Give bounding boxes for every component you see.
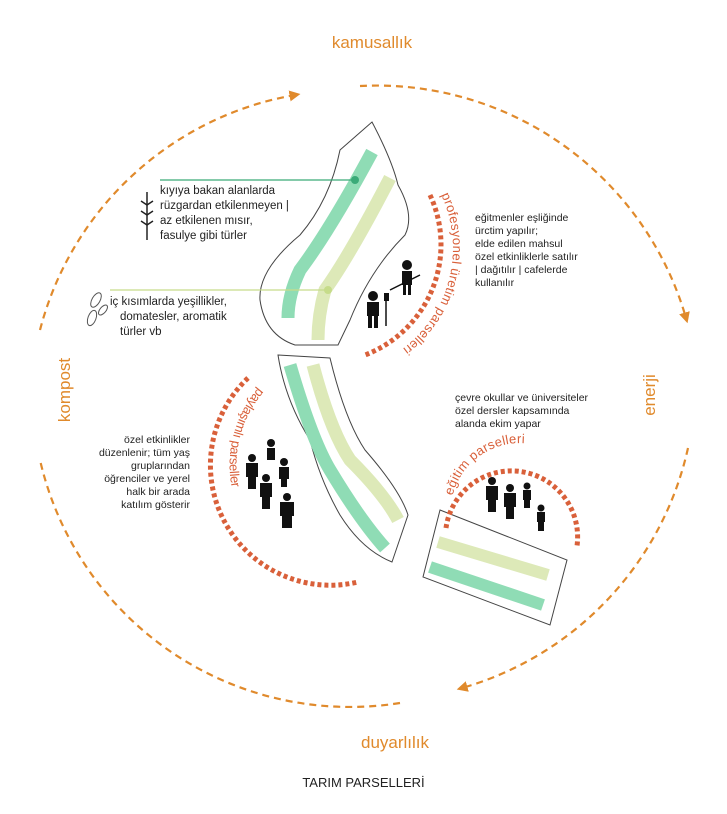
note-line: gruplarından: [131, 460, 190, 472]
farmer-icon: [389, 260, 421, 295]
group-person-icon: [260, 474, 272, 509]
cycle-label-right: enerji: [640, 374, 659, 416]
note-line: türler vb: [120, 326, 162, 338]
education-zone-arc: [443, 468, 581, 547]
note-line: az etkilenen mısır,: [160, 215, 253, 227]
cycle-label-top: kamusallık: [332, 33, 413, 52]
note-line: öğrenciler ve yerel: [104, 473, 190, 485]
herb-leaves-icon: [86, 292, 108, 327]
note-line: özel etkinliklerle satılır: [475, 251, 578, 263]
diagram-title: TARIM PARSELLERİ: [302, 775, 425, 790]
shared-note: özel etkinlikler düzenlenir; tüm yaş gru…: [99, 434, 190, 512]
cycle-label-bottom: duyarlılık: [361, 733, 430, 752]
note-line: fasulye gibi türler: [160, 230, 247, 242]
shore-leader-dot: [351, 176, 359, 184]
group-person-icon: [280, 493, 294, 528]
upper-parcel: [259, 121, 410, 346]
shore-note: kıyıya bakan alanlarda rüzgardan etkilen…: [160, 184, 289, 244]
inner-leader-dot: [324, 286, 332, 294]
note-line: katılım gösterir: [121, 499, 190, 511]
note-line: özel etkinlikler: [124, 434, 190, 446]
note-line: kıyıya bakan alanlarda: [160, 185, 276, 197]
note-line: | dağıtılır | cafelerde: [475, 264, 568, 276]
note-line: ürctim yapılır;: [475, 225, 539, 237]
inner-note: iç kısımlarda yeşillikler, domatesler, a…: [110, 295, 227, 340]
group-person-icon: [279, 458, 289, 487]
cycle-arc-top-right: [359, 84, 690, 324]
lower-parcel: [277, 354, 409, 563]
student-icon: [537, 504, 545, 531]
note-line: alanda ekim yapar: [455, 418, 541, 430]
student-icon: [523, 482, 531, 508]
note-line: halk bir arada: [126, 486, 190, 498]
note-line: kullanılır: [475, 277, 515, 289]
cycle-arc-bottom-right: [456, 447, 690, 692]
note-line: eğitmenler eşliğinde: [475, 212, 569, 224]
note-line: domatesler, aromatik: [120, 311, 227, 323]
corn-icon: [140, 192, 154, 240]
group-person-icon: [267, 439, 275, 460]
people-icons: [246, 260, 545, 531]
note-line: düzenlenir; tüm yaş: [98, 447, 190, 459]
group-person-icon: [246, 454, 258, 489]
education-plot: [422, 509, 568, 626]
note-line: elde edilen mahsul: [475, 238, 563, 250]
note-line: özel dersler kapsamında: [455, 405, 570, 417]
cycle-arc-top-left: [38, 90, 301, 331]
education-note: çevre okullar ve üniversiteler özel ders…: [455, 392, 588, 431]
shared-zone-arc: [207, 376, 359, 588]
professional-note: eğitmenler eşliğinde ürctim yapılır; eld…: [475, 212, 578, 290]
note-line: iç kısımlarda yeşillikler,: [110, 296, 227, 308]
note-line: rüzgardan etkilenmeyen |: [160, 200, 289, 212]
cycle-arcs: [38, 84, 690, 708]
worker-icon: [367, 291, 389, 328]
student-icon: [486, 477, 498, 512]
cycle-label-left: kompost: [55, 358, 74, 423]
note-line: çevre okullar ve üniversiteler: [455, 392, 589, 404]
student-icon: [504, 484, 516, 519]
zone-arcs: [207, 193, 581, 588]
